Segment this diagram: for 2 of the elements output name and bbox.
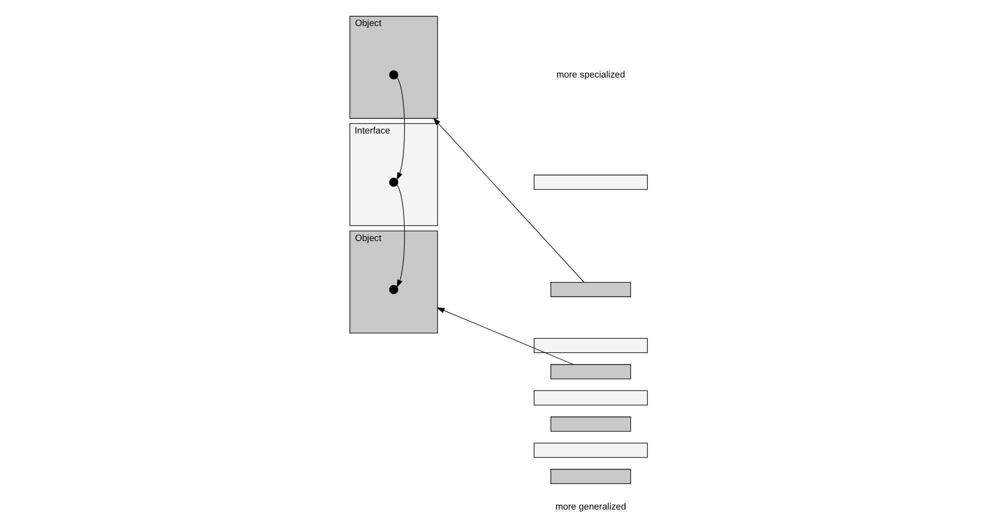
- label: more specialized: [556, 69, 625, 80]
- label: more generalized: [554, 502, 626, 512]
